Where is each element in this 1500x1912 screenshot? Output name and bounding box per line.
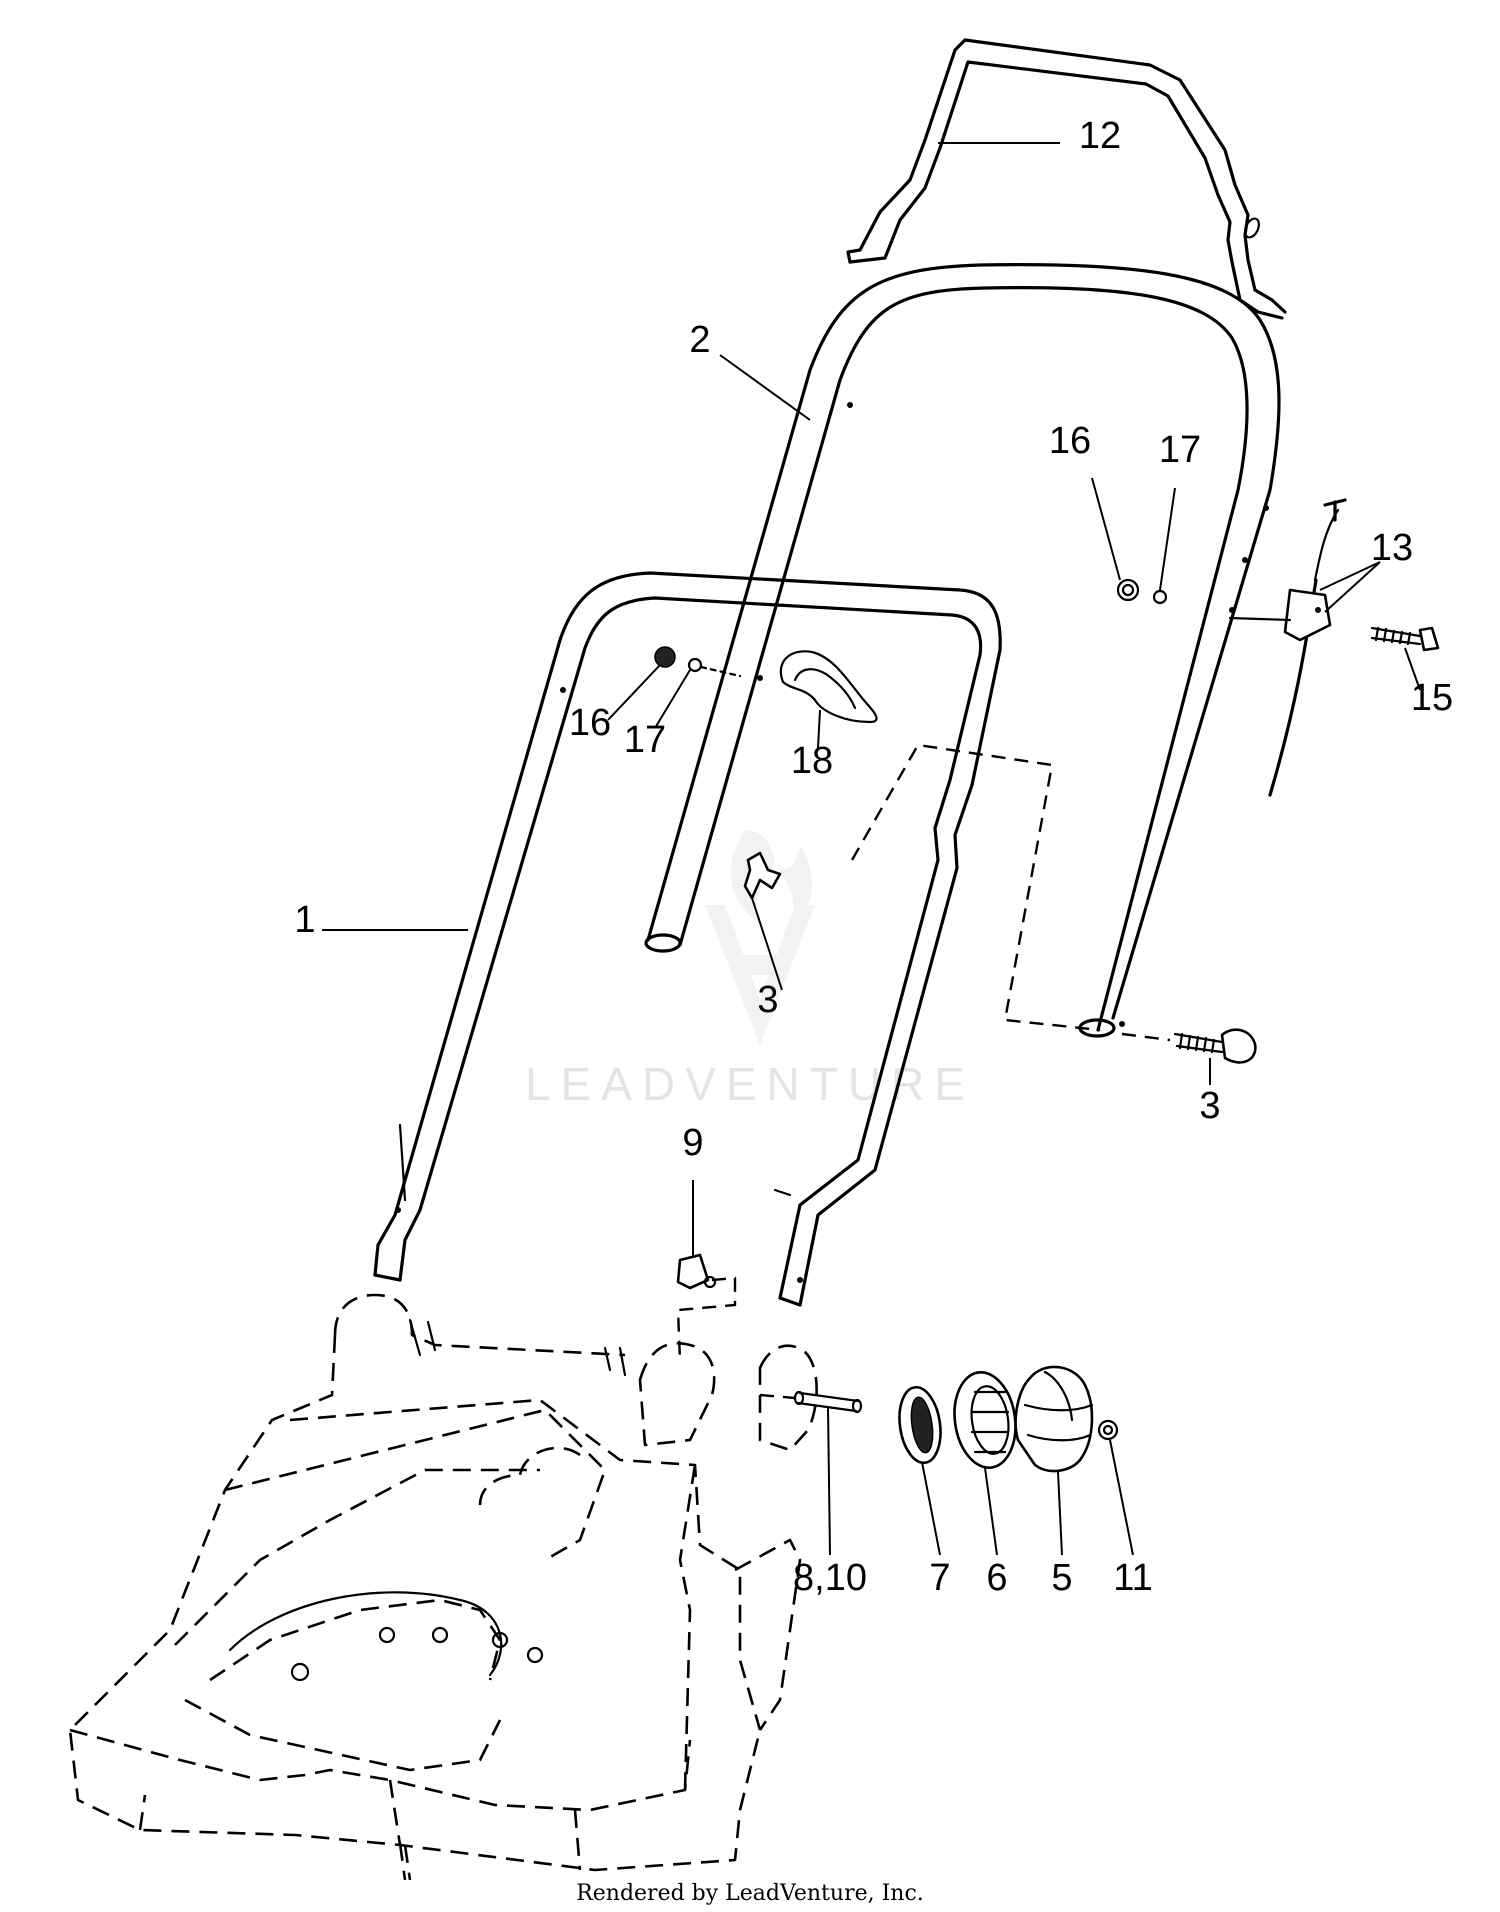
watermark-logo xyxy=(705,830,815,1045)
callout-c18: 18 xyxy=(791,740,833,782)
part-7-gear-disc xyxy=(898,1385,942,1465)
callout-c13: 13 xyxy=(1371,527,1413,569)
part-17-washer-right xyxy=(1152,589,1168,605)
part-12-bail-handle xyxy=(846,38,1287,320)
part-13-cable-clamp xyxy=(1228,498,1347,797)
part-16-locknut-left xyxy=(654,646,676,668)
assembly-line-knob xyxy=(850,743,1171,1042)
callout-c16b: 16 xyxy=(569,702,611,744)
part-5-height-adjuster xyxy=(1014,1365,1094,1473)
callout-c810: 8,10 xyxy=(793,1557,867,1599)
callout-c17a: 17 xyxy=(1159,429,1201,471)
mower-deck xyxy=(68,1293,818,1881)
callout-c15: 15 xyxy=(1411,677,1453,719)
callout-c3b: 3 xyxy=(1199,1085,1220,1127)
part-17-washer-left xyxy=(687,657,742,678)
callout-c9: 9 xyxy=(682,1122,703,1164)
part-18-cable-guide xyxy=(779,650,878,724)
part-15-bolt xyxy=(1370,626,1440,652)
callout-c5: 5 xyxy=(1051,1557,1072,1599)
watermark-text: LEADVENTURE xyxy=(525,1058,975,1110)
part-9-handle-clip xyxy=(676,1253,737,1361)
callout-c16a: 16 xyxy=(1049,420,1091,462)
callout-c7: 7 xyxy=(929,1557,950,1599)
callout-c17b: 17 xyxy=(624,719,666,761)
callout-c1: 1 xyxy=(294,899,315,941)
callout-c12: 12 xyxy=(1079,115,1121,157)
part-3-handle-knob-left xyxy=(743,851,782,900)
part-3-handle-knob-right xyxy=(1173,1028,1257,1064)
part-11-nut xyxy=(1097,1419,1119,1441)
part-8-10-axle-pin xyxy=(759,1390,863,1414)
part-16-locknut-right xyxy=(1116,578,1140,602)
callout-c2: 2 xyxy=(689,319,710,361)
part-1-lower-handle xyxy=(373,571,1002,1307)
callout-c6: 6 xyxy=(986,1557,1007,1599)
part-2-upper-handle xyxy=(644,263,1281,1038)
callout-c11: 11 xyxy=(1113,1557,1152,1599)
part-6-wheel-hub xyxy=(953,1370,1017,1470)
callout-c3a: 3 xyxy=(757,979,778,1021)
credit-text: Rendered by LeadVenture, Inc. xyxy=(576,1881,924,1906)
leader-lines xyxy=(322,142,1421,1556)
